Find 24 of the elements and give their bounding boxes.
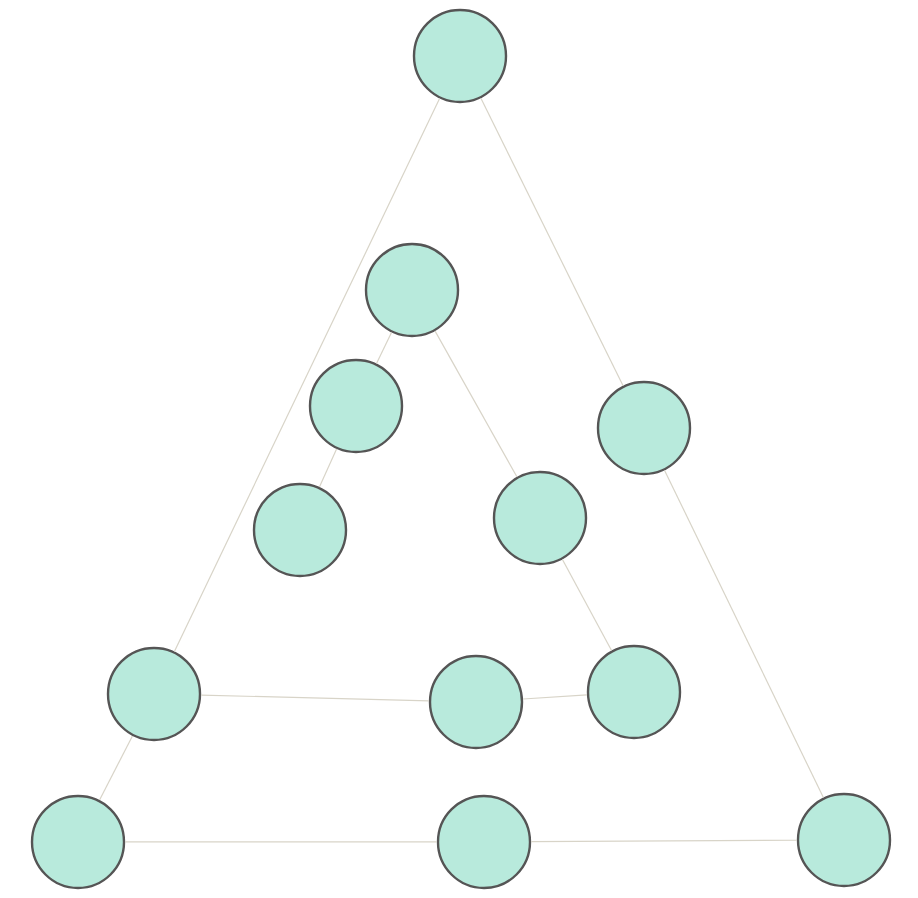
line: [530, 839, 798, 843]
circle-node: [796, 792, 892, 888]
line: [480, 97, 624, 387]
circle-node: [106, 646, 202, 742]
line: [124, 841, 438, 843]
line: [664, 469, 824, 799]
circle-node: [428, 654, 524, 750]
line: [561, 558, 613, 652]
circle-node: [436, 794, 532, 890]
circle-node: [596, 380, 692, 476]
circle-node: [586, 644, 682, 740]
line: [98, 735, 134, 801]
circle-node: [30, 794, 126, 890]
line: [434, 330, 518, 478]
line: [173, 97, 441, 652]
circle-node: [252, 482, 348, 578]
circle-node: [364, 242, 460, 338]
circle-node: [412, 8, 508, 104]
line: [375, 331, 393, 365]
circle-node: [308, 358, 404, 454]
line: [200, 694, 430, 702]
line: [522, 694, 588, 700]
line: [318, 448, 338, 488]
circle-node: [492, 470, 588, 566]
